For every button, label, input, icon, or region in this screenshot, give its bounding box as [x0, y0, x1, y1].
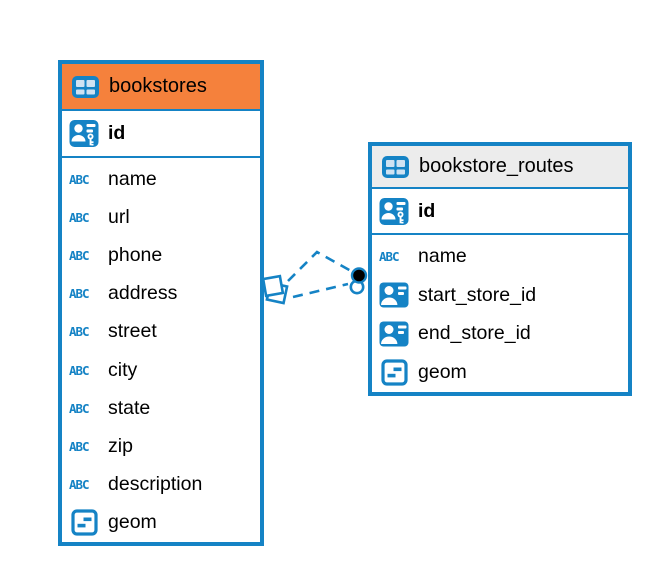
column-name: id [108, 122, 126, 144]
relationship-source-markers [261, 274, 289, 305]
relationship-line[interactable] [292, 282, 349, 299]
column-row-pk[interactable]: id [62, 111, 260, 158]
text-type-icon: ABC [69, 286, 90, 302]
column-row[interactable]: ABC description [62, 465, 260, 504]
column-name: end_store_id [418, 322, 531, 345]
text-type-icon: ABC [69, 324, 90, 340]
column-row[interactable]: ABC name [62, 160, 260, 199]
text-type-icon: ABC [69, 477, 90, 493]
column-name: city [108, 358, 138, 381]
column-row[interactable]: start_store_id [372, 275, 628, 315]
table-icon [70, 75, 100, 99]
column-name: start_store_id [418, 283, 537, 306]
column-name: id [418, 199, 436, 222]
text-type-icon: ABC [69, 248, 90, 263]
column-row[interactable]: ABC name [372, 237, 628, 276]
text-type-icon: ABC [69, 171, 90, 187]
column-name: url [108, 205, 130, 228]
text-type-icon: ABC [69, 439, 90, 455]
text-type-icon: ABC [69, 362, 90, 378]
column-row[interactable]: geom [62, 503, 260, 543]
reference-type-icon [379, 282, 409, 308]
column-name: street [108, 320, 157, 343]
column-name: name [418, 244, 467, 267]
text-type-icon: ABC [69, 400, 90, 416]
text-type-icon: ABC [379, 248, 400, 264]
column-row[interactable]: ABC url [62, 198, 260, 237]
column-name: name [108, 167, 157, 190]
primary-key-icon [69, 119, 99, 148]
column-row[interactable]: ABC city [62, 351, 260, 390]
table-header-bookstores[interactable]: bookstores [62, 64, 260, 111]
column-name: zip [108, 435, 133, 458]
text-type-icon: ABC [69, 209, 90, 225]
table-header-bookstore-routes[interactable]: bookstore_routes [372, 146, 628, 189]
relationship-line[interactable] [287, 250, 352, 282]
reference-type-icon [379, 321, 409, 347]
column-row[interactable]: ABC state [62, 389, 260, 428]
column-name: geom [418, 361, 467, 384]
column-name: phone [108, 244, 163, 266]
column-row[interactable]: ABC phone [62, 236, 260, 275]
column-row[interactable]: ABC zip [62, 427, 260, 466]
column-name: address [108, 282, 178, 305]
column-name: description [108, 473, 203, 496]
entity-table-bookstore-routes[interactable]: bookstore_routes id ABC name [368, 142, 632, 396]
column-row[interactable]: geom [372, 353, 628, 392]
column-list: ABC name start_store_id [372, 235, 628, 392]
table-icon [380, 155, 410, 179]
entity-table-bookstores[interactable]: bookstores id ABC name ABC ur [58, 60, 264, 546]
column-name: state [108, 396, 151, 419]
column-list: ABC name ABC url ABC phone ABC address A… [62, 158, 260, 543]
table-name: bookstores [109, 75, 207, 97]
column-row[interactable]: end_store_id [372, 314, 628, 354]
geometry-type-icon [379, 359, 409, 386]
column-row[interactable]: ABC street [62, 312, 260, 352]
column-row[interactable]: ABC address [62, 274, 260, 313]
geometry-type-icon [69, 509, 99, 537]
primary-key-icon [379, 197, 409, 226]
column-row-pk[interactable]: id [372, 189, 628, 235]
column-name: geom [108, 511, 157, 534]
relationship-target-markers [349, 267, 368, 295]
table-name: bookstore_routes [419, 155, 574, 177]
